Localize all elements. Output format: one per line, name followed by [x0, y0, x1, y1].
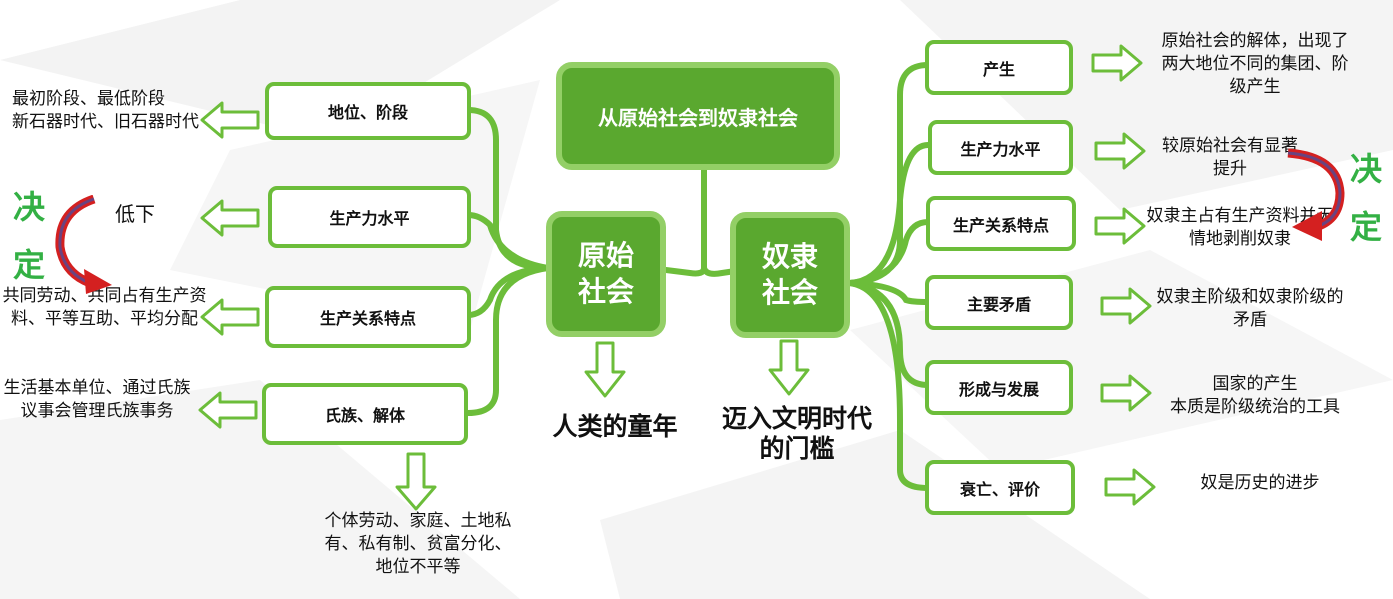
- node-slave-origin[interactable]: 产生: [925, 40, 1073, 95]
- desc-primitive-relations: 共同劳动、共同占有生产资料、平等互助、平均分配: [2, 286, 207, 329]
- down-arrow-icon: [768, 339, 810, 396]
- left-arrow-icon: [200, 101, 260, 139]
- desc-primitive-clan: 生活基本单位、通过氏族议事会管理氏族事务: [3, 378, 191, 421]
- right-arrow-icon: [1094, 207, 1146, 245]
- left-arrow-icon: [200, 199, 260, 237]
- down-arrow-icon: [395, 452, 437, 511]
- decides-label-right: 决 定: [1350, 150, 1383, 246]
- desc-slave-productivity: 较原始社会有显著提升: [1162, 136, 1298, 179]
- node-slave-formation[interactable]: 形成与发展: [925, 360, 1073, 415]
- right-arrow-icon: [1091, 44, 1143, 82]
- caption-primitive: 人类的童年: [552, 412, 678, 441]
- desc-slave-decline: 奴是历史的进步: [1200, 473, 1320, 493]
- decides-label-left: 决 定: [13, 188, 46, 284]
- desc-slave-origin: 原始社会的解体，出现了两大地位不同的集团、阶级产生: [1161, 31, 1349, 97]
- node-primitive-status[interactable]: 地位、阶段: [265, 82, 471, 140]
- curved-arrow-icon: [55, 195, 112, 294]
- node-slave-relations[interactable]: 生产关系特点: [926, 196, 1076, 251]
- desc-primitive-status: 最初阶段、最低阶段 新石器时代、旧石器时代: [12, 89, 199, 132]
- curved-arrow-icon: [1287, 148, 1345, 241]
- topic-slave-society[interactable]: 奴隶 社会: [730, 212, 850, 338]
- desc-slave-formation: 国家的产生 本质是阶级统治的工具: [1170, 374, 1340, 417]
- right-arrow-icon: [1100, 374, 1152, 412]
- root-topic[interactable]: 从原始社会到奴隶社会: [556, 62, 840, 170]
- down-arrow-icon: [584, 341, 626, 398]
- desc-slave-contradiction: 奴隶主阶级和奴隶阶级的矛盾: [1156, 287, 1344, 330]
- topic-primitive-society[interactable]: 原始 社会: [546, 211, 666, 337]
- left-arrow-icon: [200, 298, 260, 336]
- desc-primitive-productivity: 低下: [115, 202, 155, 226]
- right-arrow-icon: [1100, 287, 1152, 325]
- caption-slave: 迈入文明时代的门槛: [722, 404, 873, 463]
- node-slave-decline[interactable]: 衰亡、评价: [925, 460, 1075, 515]
- node-slave-contradiction[interactable]: 主要矛盾: [925, 275, 1073, 330]
- desc-slave-relations: 奴隶主占有生产资料并无情地剥削奴隶: [1146, 206, 1334, 249]
- right-arrow-icon: [1104, 468, 1156, 506]
- node-primitive-relations[interactable]: 生产关系特点: [265, 286, 471, 348]
- desc-primitive-dissolution: 个体劳动、家庭、土地私有、私有制、贫富分化、地位不平等: [324, 511, 512, 577]
- node-slave-productivity[interactable]: 生产力水平: [928, 120, 1073, 175]
- right-arrow-icon: [1094, 132, 1146, 170]
- left-arrow-icon: [198, 391, 258, 429]
- node-primitive-clan[interactable]: 氏族、解体: [262, 383, 468, 445]
- node-primitive-productivity[interactable]: 生产力水平: [268, 186, 471, 248]
